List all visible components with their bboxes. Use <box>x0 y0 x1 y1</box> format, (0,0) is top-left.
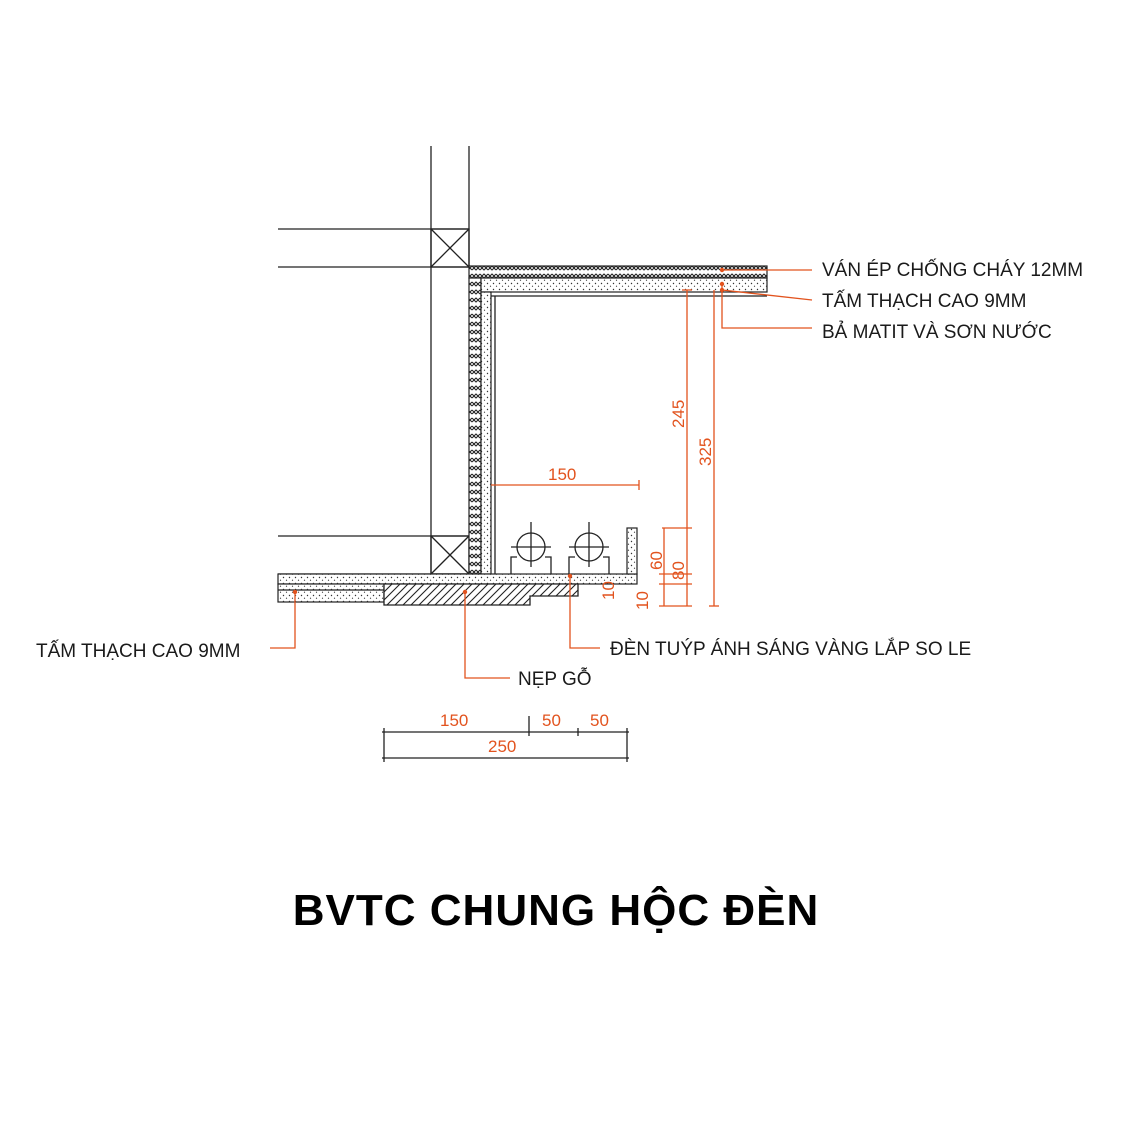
dim-bottom-250: 250 <box>488 737 516 756</box>
structure-lines <box>278 146 470 578</box>
dim-245: 245 <box>669 400 688 428</box>
dim-bottom-150: 150 <box>440 711 468 730</box>
tube-light-2 <box>568 522 610 574</box>
callout-putty-paint: BẢ MATIT VÀ SƠN NƯỚC <box>822 321 1052 343</box>
page-title: BVTC CHUNG HỘC ĐÈN <box>293 884 819 935</box>
fire-plywood-layer <box>468 265 768 575</box>
callout-fire-plywood: VÁN ÉP CHỐNG CHÁY 12MM <box>822 259 1083 281</box>
gypsum-layer <box>277 277 768 603</box>
callout-wood-trim: NẸP GỖ <box>518 668 592 690</box>
dim-10-b: 10 <box>633 591 652 610</box>
wood-trim <box>383 583 579 606</box>
callout-gypsum-top: TẤM THẠCH CAO 9MM <box>822 290 1026 312</box>
column-box-bottom <box>430 535 470 575</box>
dim-bottom-50-b: 50 <box>590 711 609 730</box>
bottom-dimension-chain <box>382 716 629 762</box>
dim-bottom-50-a: 50 <box>542 711 561 730</box>
callout-gypsum-left: TẤM THẠCH CAO 9MM <box>36 640 240 662</box>
dim-150-inner: 150 <box>548 465 576 484</box>
dimension-lines <box>491 289 719 607</box>
tube-light-1 <box>510 522 552 574</box>
column-box-top <box>430 228 470 268</box>
leader-lines <box>270 267 813 679</box>
dim-60: 60 <box>647 551 666 570</box>
dim-80: 80 <box>669 561 688 580</box>
dim-325: 325 <box>696 438 715 466</box>
dim-10-a: 10 <box>599 581 618 600</box>
callout-tube-light: ĐÈN TUÝP ÁNH SÁNG VÀNG LẮP SO LE <box>610 638 971 660</box>
